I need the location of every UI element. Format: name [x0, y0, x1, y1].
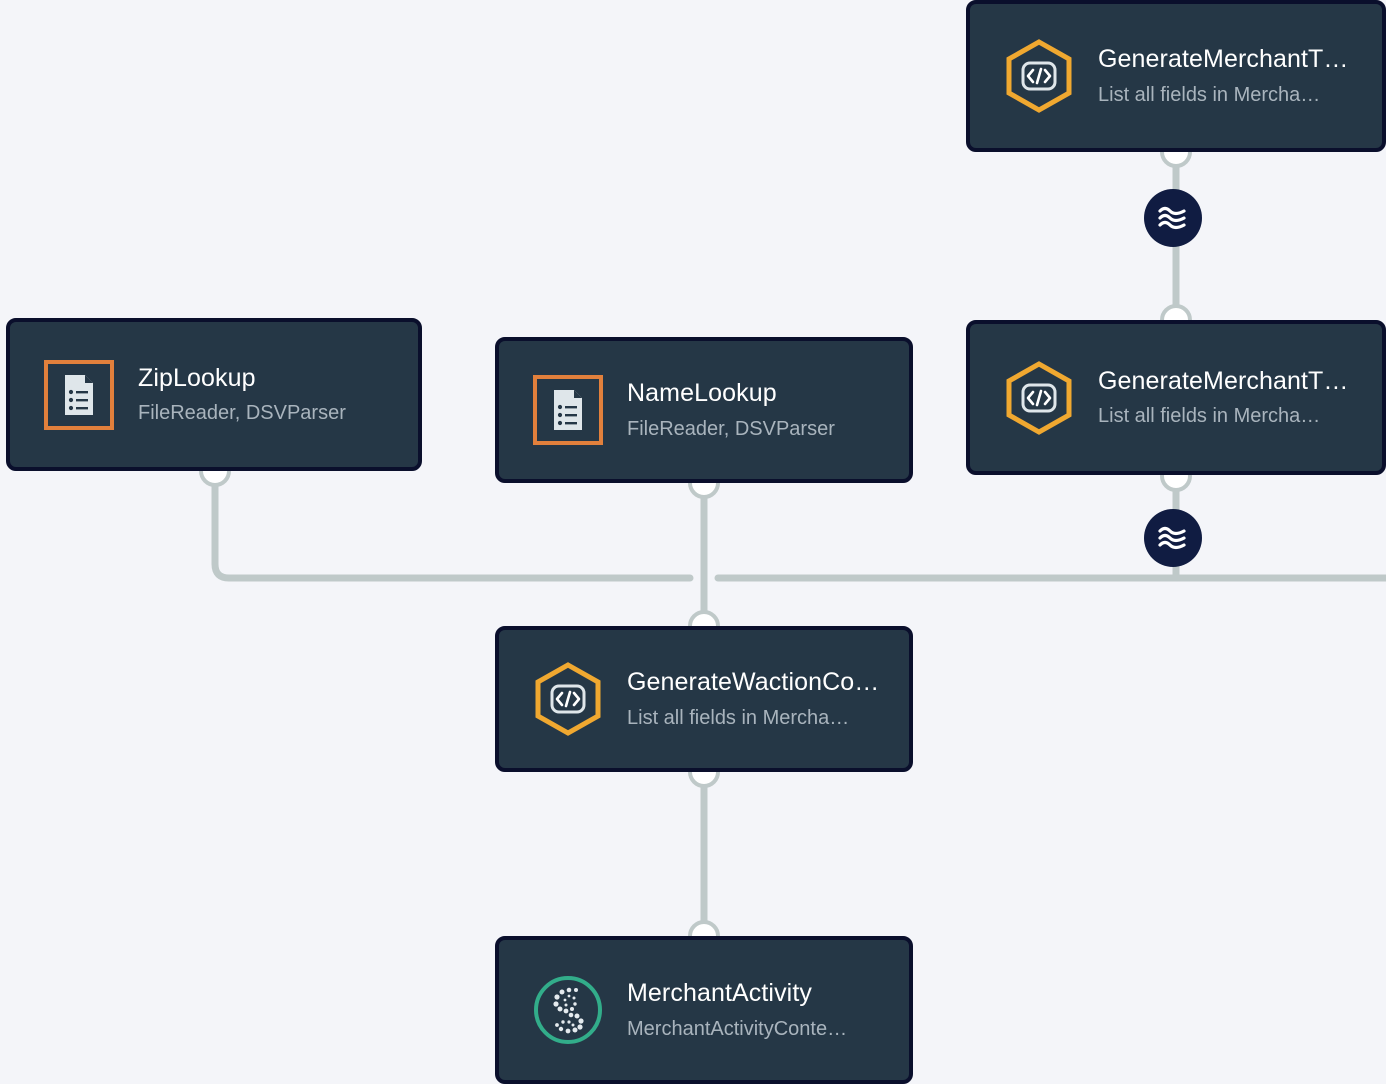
node-text: ZipLookup FileReader, DSVParser — [138, 363, 346, 427]
node-zip-lookup[interactable]: ZipLookup FileReader, DSVParser — [6, 318, 422, 471]
node-title: GenerateMerchantT… — [1098, 45, 1349, 74]
waves-icon — [1158, 206, 1186, 230]
spiral-circle-icon — [531, 973, 605, 1047]
waves-icon — [1158, 526, 1186, 550]
hexagon-code-icon — [1002, 360, 1076, 435]
hexagon-code-icon — [531, 662, 605, 736]
node-title: GenerateMerchantT… — [1098, 366, 1349, 395]
node-text: NameLookup FileReader, DSVParser — [627, 378, 835, 442]
stream-badge-top[interactable] — [1144, 189, 1202, 247]
node-generate-merchant-t-mid[interactable]: GenerateMerchantT… List all fields in Me… — [966, 320, 1386, 475]
node-text: GenerateMerchantT… List all fields in Me… — [1098, 366, 1349, 430]
node-name-lookup[interactable]: NameLookup FileReader, DSVParser — [495, 337, 913, 483]
node-subtitle: List all fields in Mercha… — [1098, 405, 1321, 428]
node-subtitle: FileReader, DSVParser — [138, 402, 346, 425]
document-list-icon — [42, 358, 116, 432]
node-text: MerchantActivity MerchantActivityConte… — [627, 978, 847, 1042]
node-title: NameLookup — [627, 379, 777, 408]
edge-ziplookup-to-waction — [211, 467, 694, 582]
node-title: ZipLookup — [138, 363, 256, 392]
node-title: MerchantActivity — [627, 979, 812, 1008]
node-generate-waction-co[interactable]: GenerateWactionCo… List all fields in Me… — [495, 626, 913, 772]
node-subtitle: FileReader, DSVParser — [627, 417, 835, 440]
node-subtitle: List all fields in Mercha… — [627, 706, 850, 729]
port-group — [199, 136, 1192, 952]
node-text: GenerateWactionCo… List all fields in Me… — [627, 667, 879, 731]
node-subtitle: List all fields in Mercha… — [1098, 83, 1321, 106]
node-title: GenerateWactionCo… — [627, 668, 880, 697]
hexagon-code-icon — [1002, 39, 1076, 113]
document-list-icon — [531, 373, 605, 447]
node-text: GenerateMerchantT… List all fields in Me… — [1098, 44, 1349, 108]
node-generate-merchant-t-top[interactable]: GenerateMerchantT… List all fields in Me… — [966, 0, 1386, 152]
node-subtitle: MerchantActivityConte… — [627, 1017, 848, 1040]
stream-badge-lower[interactable] — [1144, 509, 1202, 567]
node-merchant-activity[interactable]: MerchantActivity MerchantActivityConte… — [495, 936, 913, 1084]
